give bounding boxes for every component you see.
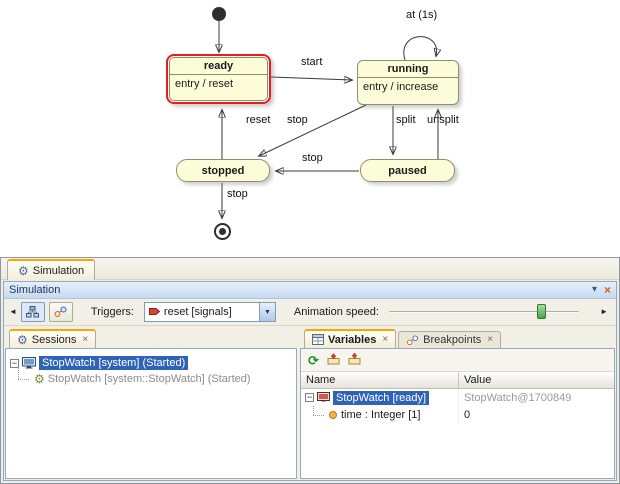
variable-name: time : Integer [1] [341,408,421,421]
state-ready-selection[interactable]: ready entry / reset [166,54,271,104]
state-ready[interactable]: ready entry / reset [169,57,268,101]
tree-row[interactable]: − StopWatch [system] (Started) [6,355,296,371]
tab-simulation-label: Simulation [32,264,85,277]
stopwatch-state-diagram: ready entry / reset running entry / incr… [0,7,620,257]
animation-speed-slider[interactable] [388,303,579,321]
attribute-icon [329,410,337,419]
panel-header: Simulation ▾ × [4,282,616,299]
collapse-expander-icon[interactable]: − [305,392,314,402]
simulation-panel: Simulation ▾ × ◄ [3,281,617,481]
chevron-down-icon: ▼ [263,308,271,316]
trigger-select-value: reset [signals] [163,306,232,318]
tree-view-button[interactable] [20,302,45,322]
gear-icon: ⚙ [17,332,28,347]
tab-breakpoints[interactable]: Breakpoints × [398,331,502,348]
variables-table: ⟳ [300,348,615,479]
variables-pane: Variables × Breakpoints × [300,328,615,479]
triggers-label: Triggers: [90,306,134,318]
column-header-name[interactable]: Name [301,372,459,388]
gear-icon: ⚙ [18,263,29,278]
transition-label-reset[interactable]: reset [246,114,271,126]
transition-label-stop-running[interactable]: stop [287,114,308,126]
variables-toolbar: ⟳ [301,349,614,372]
expand-all-icon[interactable] [327,352,340,368]
transition-label-stop-paused[interactable]: stop [302,152,323,164]
tab-sessions[interactable]: ⚙ Sessions × [9,329,97,348]
tab-variables-label: Variables [328,333,377,346]
close-icon[interactable]: × [82,333,89,345]
refresh-icon[interactable]: ⟳ [308,352,319,368]
transition-label-split[interactable]: split [396,114,416,126]
panel-panes: ⚙ Sessions × − [4,326,616,480]
scroll-left-icon[interactable]: ◄ [9,307,17,316]
collapse-all-icon[interactable] [348,352,361,368]
tree-connector [18,367,31,387]
transition-stop-diagonal-line [259,104,367,156]
breakpoints-icon [407,334,419,345]
signal-icon [148,308,160,315]
variable-value: StopWatch@1700849 [464,391,572,404]
state-ready-name: ready [170,58,267,75]
collapse-expander-icon[interactable]: − [10,357,19,368]
simulation-window: ⚙ Simulation Simulation ▾ × ◄ [0,257,620,484]
column-header-value[interactable]: Value [464,374,492,386]
simulation-toolbar: ◄ Triggers: [4,299,616,326]
variable-name: StopWatch [ready] [333,390,430,405]
gear-icon: ⚙ [34,372,45,386]
hierarchy-icon [26,306,40,318]
variable-value: 0 [464,408,471,421]
panel-title: Simulation [9,284,61,296]
animation-speed-label: Animation speed: [293,306,379,318]
sessions-tree: − StopWatch [system] (Started) [5,348,297,479]
scroll-right-icon[interactable]: ► [600,307,608,316]
tree-row[interactable]: ⚙ StopWatch [system::StopWatch] (Started… [6,367,296,387]
table-row[interactable]: time : Integer [1] 0 [301,406,614,423]
window-tab-strip: ⚙ Simulation [1,258,619,280]
slider-track [388,311,579,313]
linked-circles-icon [54,306,67,317]
table-icon [312,334,324,345]
tree-connector [313,406,326,423]
transition-label-at1s[interactable]: at (1s) [406,9,438,21]
final-state-dot [219,228,226,235]
close-icon[interactable]: × [382,333,389,345]
dropdown-button[interactable]: ▼ [258,303,275,321]
tab-sessions-label: Sessions [31,333,77,346]
final-state[interactable] [214,223,231,240]
dock-icon[interactable]: ▾ [591,284,597,295]
state-stopped[interactable]: stopped [176,159,270,182]
session-item-label: StopWatch [system] (Started) [39,356,189,370]
session-item-label: StopWatch [system::StopWatch] (Started) [47,373,251,385]
state-running[interactable]: running entry / increase [357,60,459,105]
transition-start-line [270,77,352,80]
transition-label-unsplit[interactable]: unsplit [427,114,459,126]
initial-pseudostate[interactable] [212,7,226,21]
tab-breakpoints-label: Breakpoints [423,334,482,346]
transition-label-start[interactable]: start [301,56,323,68]
sessions-tab-bar: ⚙ Sessions × [5,328,297,348]
state-running-entry: entry / increase [363,81,439,93]
trigger-select[interactable]: reset [signals] ▼ [143,302,276,322]
state-running-name: running [358,61,458,78]
computer-icon [22,357,36,369]
table-header: Name Value [301,372,614,389]
state-paused[interactable]: paused [360,159,455,182]
transition-at1s-loop [403,36,437,61]
transition-label-stop-final[interactable]: stop [227,188,248,200]
sessions-view-button[interactable] [48,302,73,322]
close-icon[interactable]: × [487,334,494,345]
slider-handle[interactable] [536,304,546,319]
variables-tab-bar: Variables × Breakpoints × [300,328,615,348]
tab-variables[interactable]: Variables × [304,329,397,348]
stopwatch-object-icon [317,392,330,403]
state-stopped-name: stopped [201,164,245,177]
close-icon[interactable]: × [603,283,611,297]
state-paused-name: paused [388,164,427,177]
transition-edges [0,21,620,257]
state-ready-entry: entry / reset [175,78,234,90]
table-row[interactable]: − StopWatch [ready] [301,389,614,406]
sessions-pane: ⚙ Sessions × − [5,328,297,479]
tab-simulation[interactable]: ⚙ Simulation [7,259,96,280]
